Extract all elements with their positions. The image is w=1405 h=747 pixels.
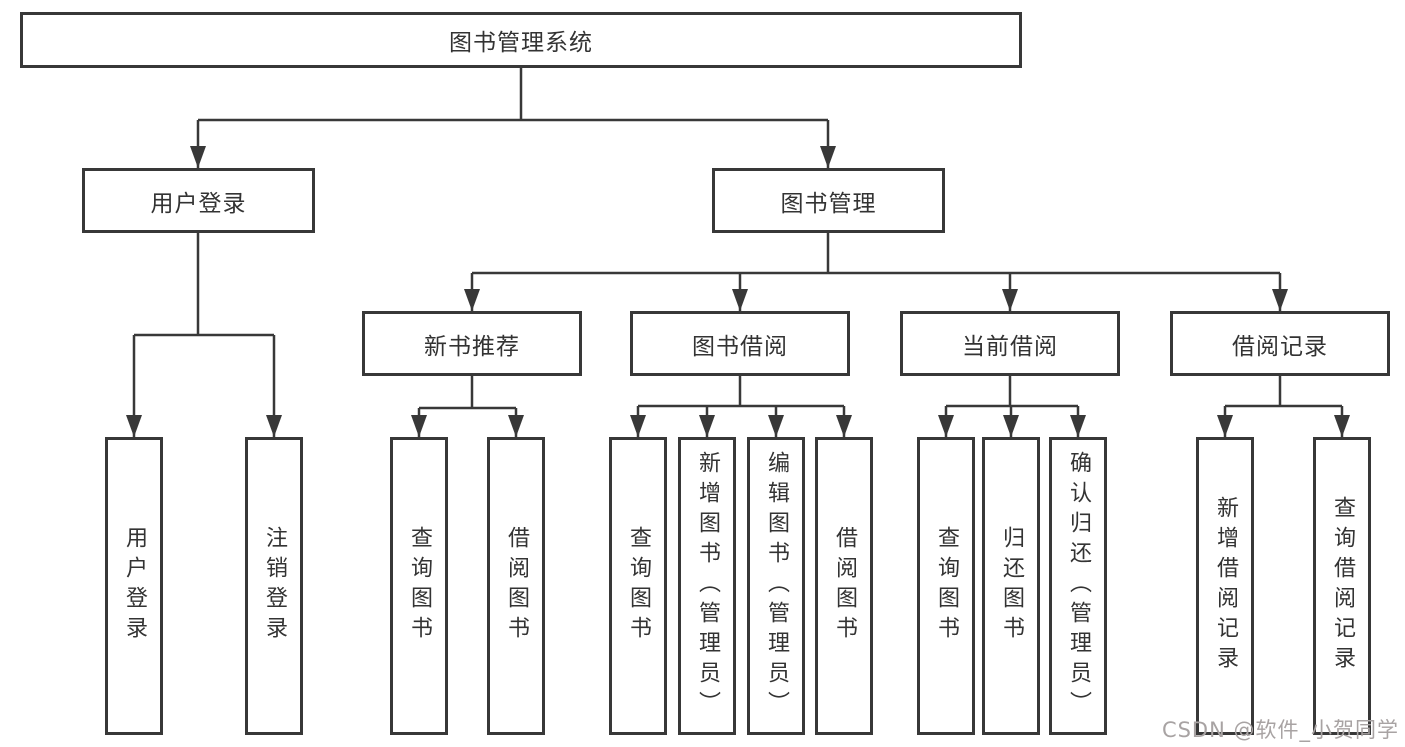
leaf-cb-return-book-label: 归还图书 (999, 526, 1024, 646)
leaf-bb-borrow-book-label: 借阅图书 (832, 526, 857, 646)
connector-borrow-records-children (1217, 376, 1350, 437)
leaf-br-query-record-label: 查询借阅记录 (1330, 496, 1355, 676)
leaf-user-login: 用户登录 (105, 437, 163, 735)
leaf-bb-edit-book-admin: 编辑图书（管理员） (747, 437, 805, 735)
connector-current-borrow-children (938, 376, 1086, 437)
leaf-rec-borrow-book: 借阅图书 (487, 437, 545, 735)
node-new-book-recommend-label: 新书推荐 (424, 333, 520, 360)
node-borrow-records: 借阅记录 (1170, 311, 1390, 376)
node-book-management: 图书管理 (712, 168, 945, 233)
connector-book-mgmt-children (464, 233, 1288, 311)
leaf-cb-query-book: 查询图书 (917, 437, 975, 735)
leaf-cb-return-book: 归还图书 (982, 437, 1040, 735)
leaf-logout: 注销登录 (245, 437, 303, 735)
connector-book-borrow-children (630, 376, 852, 437)
leaf-br-add-record: 新增借阅记录 (1196, 437, 1254, 735)
node-current-borrow: 当前借阅 (900, 311, 1120, 376)
leaf-rec-borrow-book-label: 借阅图书 (504, 526, 529, 646)
node-root-label: 图书管理系统 (449, 30, 593, 56)
node-book-management-label: 图书管理 (780, 190, 877, 217)
node-borrow-records-label: 借阅记录 (1232, 333, 1328, 360)
connector-root-to-level2 (190, 67, 836, 168)
node-user-login-label: 用户登录 (150, 190, 247, 217)
leaf-cb-confirm-return-admin: 确认归还（管理员） (1049, 437, 1107, 735)
leaf-rec-query-book: 查询图书 (390, 437, 448, 735)
node-new-book-recommend: 新书推荐 (362, 311, 582, 376)
leaf-bb-edit-book-admin-label: 编辑图书（管理员） (764, 451, 789, 721)
leaf-br-add-record-label: 新增借阅记录 (1213, 496, 1238, 676)
leaf-cb-query-book-label: 查询图书 (934, 526, 959, 646)
leaf-br-query-record: 查询借阅记录 (1313, 437, 1371, 735)
leaf-bb-borrow-book: 借阅图书 (815, 437, 873, 735)
leaf-user-login-label: 用户登录 (122, 526, 147, 646)
node-root: 图书管理系统 (20, 12, 1022, 68)
leaf-logout-label: 注销登录 (262, 526, 287, 646)
leaf-bb-query-book-label: 查询图书 (626, 526, 651, 646)
node-book-borrow-label: 图书借阅 (692, 333, 788, 360)
leaf-bb-query-book: 查询图书 (609, 437, 667, 735)
leaf-rec-query-book-label: 查询图书 (407, 526, 432, 646)
csdn-watermark: CSDN @软件_小贺同学 (1161, 718, 1399, 742)
leaf-bb-add-book-admin-label: 新增图书（管理员） (695, 451, 720, 721)
leaf-cb-confirm-return-admin-label: 确认归还（管理员） (1066, 451, 1091, 721)
connector-new-book-rec-children (411, 376, 524, 437)
node-book-borrow: 图书借阅 (630, 311, 850, 376)
node-current-borrow-label: 当前借阅 (962, 333, 1058, 360)
connector-user-login-children (126, 233, 282, 437)
leaf-bb-add-book-admin: 新增图书（管理员） (678, 437, 736, 735)
node-user-login: 用户登录 (82, 168, 315, 233)
